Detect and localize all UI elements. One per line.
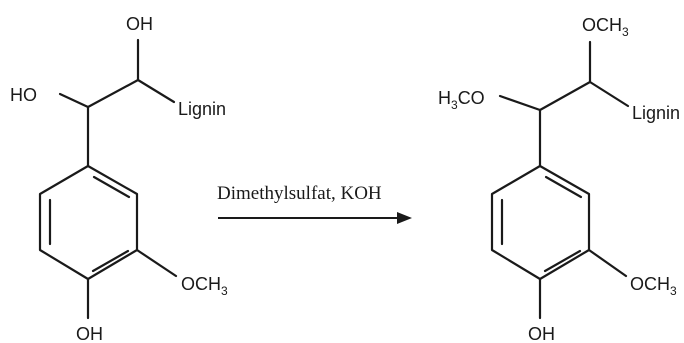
product-left-methoxy-label: H3CO: [438, 88, 485, 112]
reactant-methoxy-sub: 3: [221, 284, 228, 298]
product-left-methoxy-sub: 3: [451, 98, 458, 112]
reactant-left-ho-label: HO: [10, 85, 37, 105]
product-ring-double-bond-1: [544, 175, 583, 199]
reaction-arrow: Dimethylsulfat, KOH: [217, 183, 412, 224]
product-bond-calpha-cbeta: [538, 80, 592, 112]
product-methoxy-label: OCH3: [630, 274, 677, 298]
bond-ho-calpha: [58, 92, 90, 109]
product-top-methoxy-text: OCH: [582, 15, 622, 35]
product-methoxy-text: OCH: [630, 274, 670, 294]
arrow-head-icon: [397, 212, 412, 224]
reactant-bottom-oh-label: OH: [76, 324, 103, 343]
product-benzene-ring: [490, 164, 591, 281]
reactant-top-oh-label: OH: [126, 14, 153, 34]
reagents-label: Dimethylsulfat, KOH: [217, 183, 382, 204]
reactant-methoxy-label: OCH3: [181, 274, 228, 298]
product-top-methoxy-label: OCH3: [582, 15, 629, 39]
product-methoxy-sub: 3: [670, 284, 677, 298]
product-lignin-label: Lignin: [632, 103, 680, 123]
product-left-methoxy-prefix: H: [438, 88, 451, 108]
ring-double-bond-3: [91, 249, 130, 273]
benzene-ring: [38, 164, 139, 281]
product-bond-cbeta-lignin: [588, 80, 630, 108]
reactant-structure: OH HO Lignin OCH3 OH: [10, 14, 228, 343]
reactant-lignin-label: Lignin: [178, 99, 226, 119]
product-left-methoxy-suffix: CO: [458, 88, 485, 108]
bond-cbeta-lignin: [136, 78, 176, 104]
ring-double-bond-1: [92, 175, 131, 199]
reactant-methoxy-text: OCH: [181, 274, 221, 294]
product-top-methoxy-sub: 3: [622, 25, 629, 39]
bond-calpha-cbeta: [86, 78, 140, 109]
product-bond-ring-methoxy: [587, 248, 628, 278]
product-bond-meo-calpha: [498, 94, 542, 112]
product-structure: OCH3 H3CO Lignin OCH3 OH: [438, 15, 680, 343]
product-ring-double-bond-3: [543, 249, 582, 273]
product-bottom-oh-label: OH: [528, 324, 555, 343]
bond-ring-methoxy: [135, 248, 178, 278]
